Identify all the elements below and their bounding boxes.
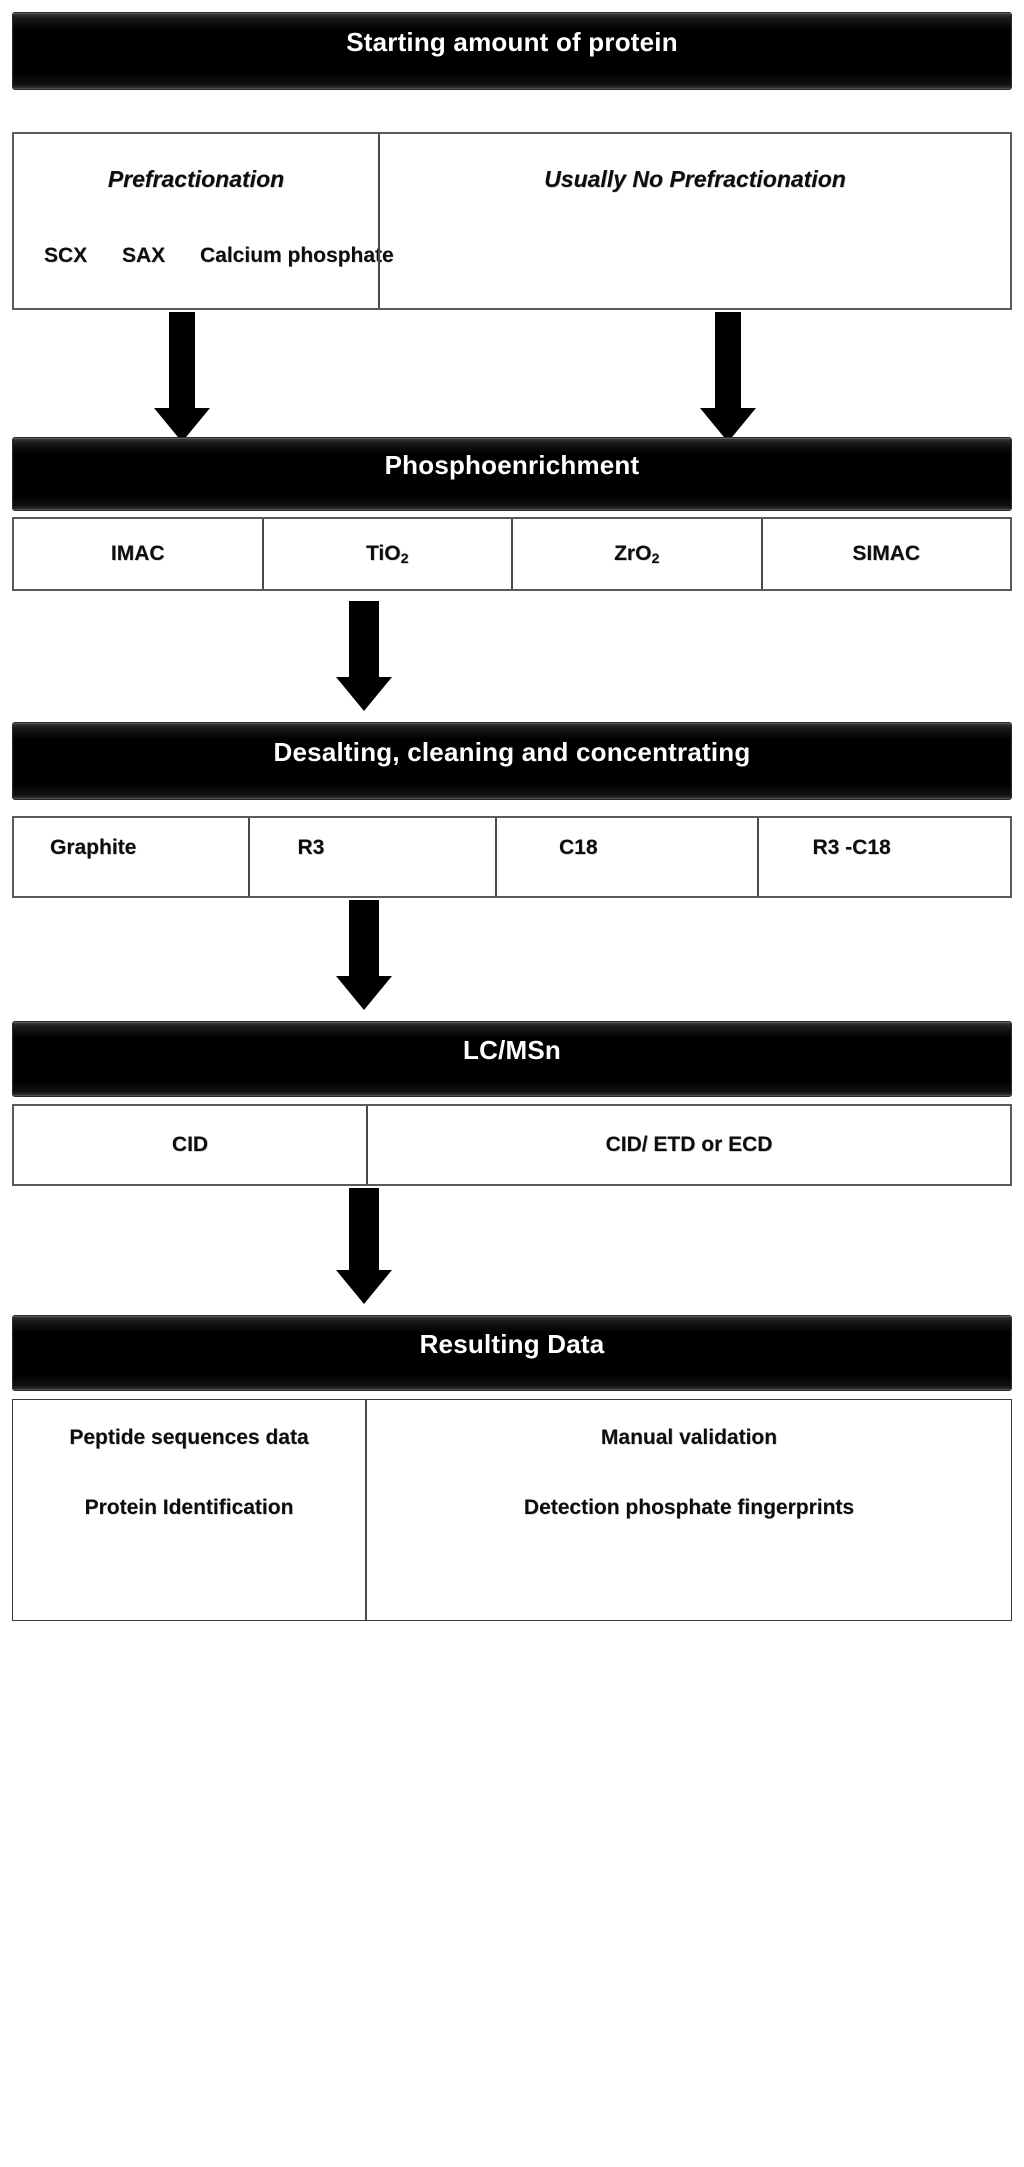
option-c18[interactable]: C18 — [495, 818, 757, 896]
option-graphite[interactable]: Graphite — [14, 818, 248, 896]
banner-label: Starting amount of protein — [346, 27, 678, 57]
banner-label: LC/MSn — [463, 1035, 561, 1065]
column-prefractionation[interactable]: Prefractionation SCX SAX Calcium phospha… — [14, 134, 394, 308]
option-label: IMAC — [110, 541, 165, 565]
options-box-resulting-data: Peptide sequences data Protein Identific… — [12, 1399, 1012, 1621]
options-box-prefractionation: Prefractionation SCX SAX Calcium phospha… — [12, 132, 1012, 310]
option-label: TiO2 — [365, 541, 409, 568]
options-box-phosphoenrichment: IMAC TiO2 ZrO2 SIMAC — [12, 517, 1012, 591]
column-usually-no-prefractionation[interactable]: Usually No Prefractionation — [378, 134, 1010, 308]
options-box-fragmentation: CID CID/ ETD or ECD — [12, 1104, 1012, 1186]
banner-phosphoenrichment: Phosphoenrichment — [12, 437, 1012, 511]
option-simac[interactable]: SIMAC — [760, 519, 1011, 589]
result-detection-phosphate-fingerprints: Detection phosphate fingerprints — [523, 1496, 855, 1519]
result-manual-validation: Manual validation — [600, 1426, 778, 1449]
banner-desalting-cleaning-concentrating: Desalting, cleaning and concentrating — [12, 722, 1012, 800]
option-r3[interactable]: R3 — [247, 818, 496, 896]
column-validation-results[interactable]: Manual validation Detection phosphate fi… — [365, 1400, 1011, 1620]
item-calcium-phosphate[interactable]: Calcium phosphate — [200, 244, 394, 267]
option-label: CID/ ETD or ECD — [605, 1132, 773, 1156]
banner-starting-amount-of-protein: Starting amount of protein — [12, 12, 1012, 90]
options-box-desalting: Graphite R3 C18 R3 -C18 — [12, 816, 1012, 898]
option-label: C18 — [559, 836, 598, 859]
result-protein-identification: Protein Identification — [84, 1496, 294, 1519]
option-r3-c18[interactable]: R3 -C18 — [756, 818, 1011, 896]
column-peptide-results[interactable]: Peptide sequences data Protein Identific… — [13, 1400, 365, 1620]
option-label: SIMAC — [852, 541, 921, 565]
option-imac[interactable]: IMAC — [14, 519, 262, 589]
option-label: Graphite — [50, 836, 137, 859]
option-cid-etd-or-ecd[interactable]: CID/ ETD or ECD — [366, 1106, 1010, 1184]
option-cid[interactable]: CID — [14, 1106, 366, 1184]
item-sax[interactable]: SAX — [122, 244, 166, 267]
banner-lc-msn: LC/MSn — [12, 1021, 1012, 1097]
result-peptide-sequences-data: Peptide sequences data — [69, 1426, 309, 1449]
option-tio2[interactable]: TiO2 — [261, 519, 512, 589]
banner-label: Desalting, cleaning and concentrating — [273, 737, 751, 767]
option-zro2[interactable]: ZrO2 — [511, 519, 761, 589]
option-label: ZrO2 — [614, 541, 660, 568]
option-label: R3 — [297, 836, 325, 859]
option-label: CID — [171, 1132, 209, 1156]
item-scx[interactable]: SCX — [44, 244, 88, 267]
banner-label: Phosphoenrichment — [384, 450, 640, 480]
column-heading-prefractionation: Prefractionation — [107, 166, 285, 192]
option-label: R3 -C18 — [812, 836, 891, 859]
banner-resulting-data: Resulting Data — [12, 1315, 1012, 1391]
banner-label: Resulting Data — [419, 1329, 605, 1359]
column-heading-usually-no-prefractionation: Usually No Prefractionation — [544, 166, 846, 192]
